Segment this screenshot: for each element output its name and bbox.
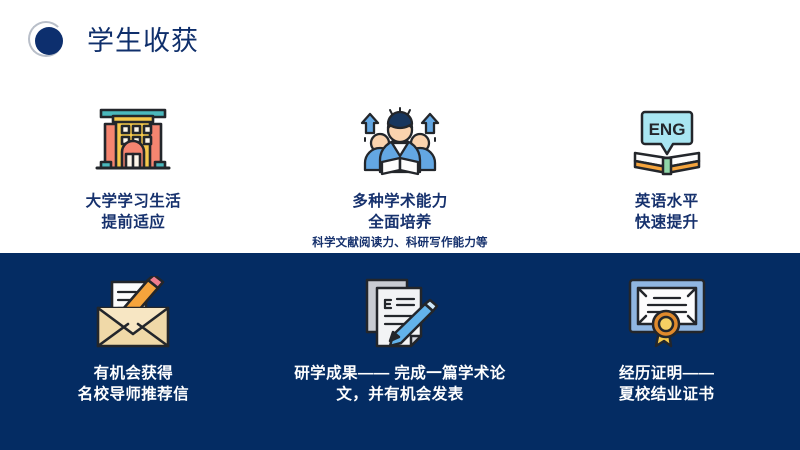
benefit-title: 多种学术能力 全面培养 [352, 193, 448, 232]
circle-ring-logo-icon [28, 20, 70, 62]
slide-header: 学生收获 [0, 16, 199, 66]
benefits-row-bottom: 有机会获得 名校导师推荐信 [0, 272, 800, 406]
english-book-speech-bubble-icon: ENG [619, 100, 715, 178]
benefit-card-university: 大学学习生活 提前适应 [0, 100, 267, 251]
benefits-row-top: 大学学习生活 提前适应 [0, 100, 800, 251]
university-building-icon [85, 100, 181, 178]
students-group-growth-icon [352, 100, 448, 178]
benefit-title: 有机会获得 名校导师推荐信 [77, 365, 189, 404]
benefit-title: 研学成果—— 完成一篇学术论文，并有机会发表 [294, 365, 506, 404]
benefit-card-recommendation-letter: 有机会获得 名校导师推荐信 [0, 272, 267, 406]
logo-filled-circle [35, 27, 63, 55]
eng-label: ENG [648, 120, 685, 139]
page-title: 学生收获 [87, 25, 199, 56]
benefit-card-academic-ability: 多种学术能力 全面培养 科学文献阅读力、科研写作能力等 [267, 100, 534, 251]
benefit-title: 大学学习生活 提前适应 [85, 193, 182, 232]
papers-pen-icon [352, 272, 448, 350]
benefit-title: 英语水平 快速提升 [634, 193, 699, 232]
certificate-ribbon-icon [619, 272, 715, 350]
benefit-title: 经历证明—— 夏校结业证书 [618, 365, 715, 404]
benefit-card-english: ENG 英语水平 快速提升 [533, 100, 800, 251]
benefit-subtitle: 科学文献阅读力、科研写作能力等 [312, 236, 488, 249]
logo-ring-arc [28, 21, 64, 57]
benefit-card-research-paper: 研学成果—— 完成一篇学术论文，并有机会发表 [267, 272, 534, 406]
benefit-card-certificate: 经历证明—— 夏校结业证书 [533, 272, 800, 406]
envelope-letter-pencil-icon [85, 272, 181, 350]
